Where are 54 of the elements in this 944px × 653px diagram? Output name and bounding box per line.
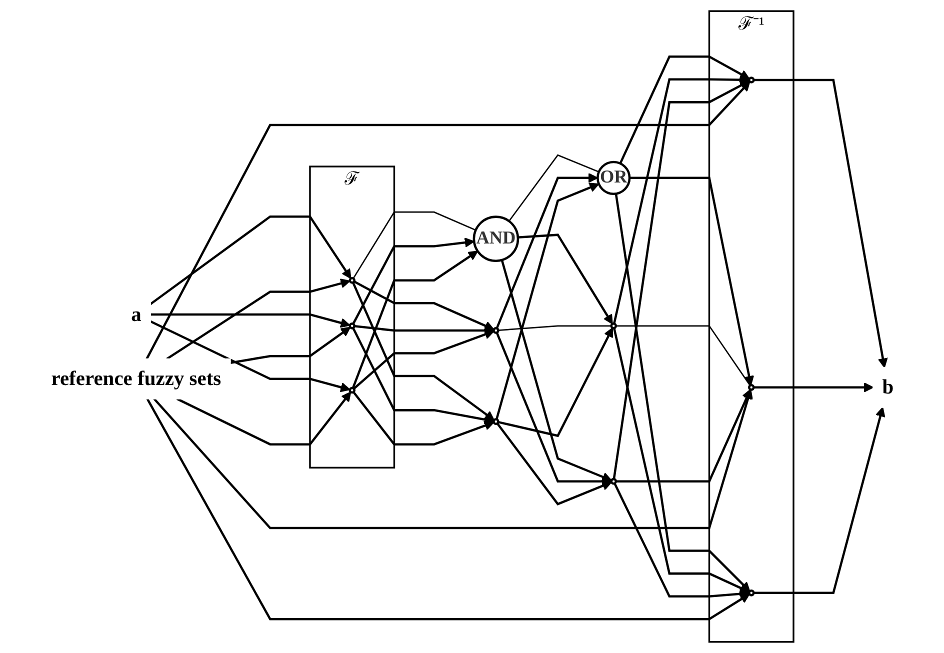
arrow [613,482,750,599]
arrow [152,389,752,530]
arrow [615,389,751,482]
arrow [230,326,350,364]
arrow [495,182,599,420]
arrow [495,172,598,329]
arrow [352,330,494,390]
cluster: ℱ⁻¹ [708,10,794,643]
arrow [146,398,750,620]
arrow [495,332,612,486]
arrow [352,327,494,424]
arrow [612,74,750,324]
arrow [618,56,750,164]
connector [352,211,476,279]
arrow [176,392,351,446]
node-circle [348,322,356,330]
arrow [145,81,750,360]
arrow [149,320,350,392]
node-circle [748,384,754,391]
node-circle: AND [472,216,519,262]
arrow [612,328,750,593]
node-circle [610,478,617,485]
node-circle [492,418,499,425]
node-circle [748,590,754,596]
arrow [354,325,494,336]
arrow [500,260,612,482]
arrow [517,234,612,324]
arrow [753,406,885,594]
arrow [353,280,494,330]
node-circle [348,276,356,284]
node-circle [348,386,356,394]
node-text: a [130,302,141,326]
node-circle [492,327,499,334]
arrow [166,278,350,360]
arrow [496,422,612,506]
arrow [753,78,888,368]
node-circle [748,76,754,84]
node-circle [610,322,617,330]
arrow [497,328,613,438]
arrow [351,250,478,389]
arrow [614,194,750,592]
arrow [352,238,474,324]
arrow [149,215,351,306]
connector [508,154,599,222]
arrow [352,282,494,421]
arrow [612,80,750,480]
connector [498,325,611,331]
node-circle: OR [596,160,630,195]
node-text: b [882,375,894,398]
arrow [150,313,350,328]
arrow [753,382,874,392]
arrow [352,391,494,446]
connector [615,325,750,386]
arrow [629,176,754,386]
